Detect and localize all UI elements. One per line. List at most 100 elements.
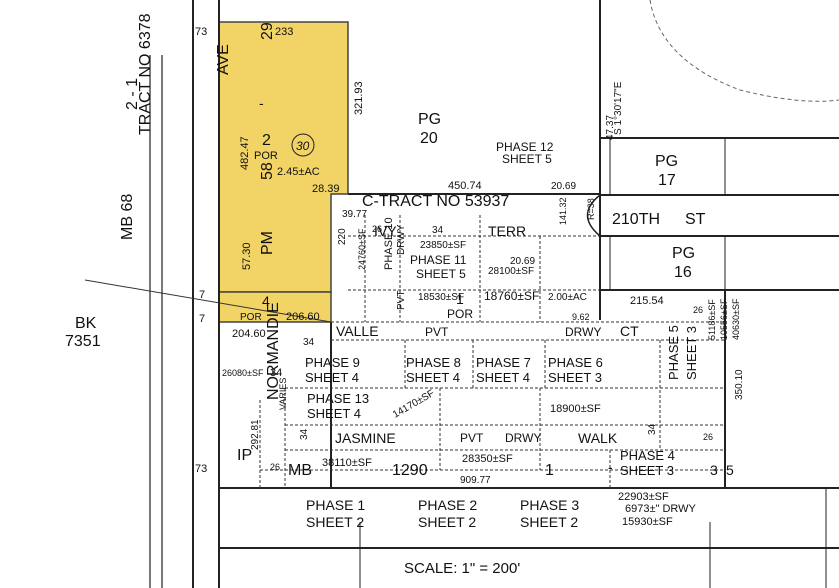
street-st: ST — [685, 211, 706, 228]
street-ivy: IVY — [374, 223, 397, 239]
phase-8: PHASE 8 — [406, 355, 461, 370]
parcel-pm: PM — [259, 231, 276, 255]
dim-9-62: 9.62 — [572, 312, 590, 322]
street-pvt-2: PVT — [460, 431, 484, 445]
dim-292: 292.81 — [250, 419, 261, 450]
phase-13: PHASE 13 — [307, 391, 369, 406]
dim-47: 47.37 — [605, 115, 616, 140]
phase-7: PHASE 7 — [476, 355, 531, 370]
phase-1: PHASE 1 — [306, 497, 365, 513]
phase-1-sheet: SHEET 2 — [306, 514, 364, 530]
parcel-dim-206: 206.60 — [286, 311, 320, 323]
pg20-num: 20 — [420, 130, 438, 147]
pg17-num: 17 — [658, 172, 676, 189]
phase-7-sheet: SHEET 4 — [476, 370, 530, 385]
phase-2-sheet: SHEET 2 — [418, 514, 476, 530]
area-23850: 23850±SF — [420, 240, 466, 251]
label-dash-b: - — [608, 459, 613, 475]
phase-13-sheet: SHEET 4 — [307, 406, 361, 421]
area-28350: 28350±SF — [462, 453, 513, 465]
area-28100: 28100±SF — [488, 266, 534, 277]
phase-3-sheet: SHEET 2 — [520, 514, 578, 530]
parcel-lot-2: 2 — [262, 132, 271, 149]
street-210th: 210TH — [612, 211, 660, 228]
parcel-dash: - — [259, 95, 264, 111]
parcel-por: POR — [254, 150, 278, 162]
dim-26a: 26 — [372, 224, 382, 234]
num-7a: 7 — [199, 289, 205, 301]
phase-10: PHASE 10 — [383, 217, 395, 270]
street-terr: TERR — [488, 223, 526, 239]
area-14170: 14170±SF — [391, 388, 436, 421]
dim-26d: 26 — [703, 432, 713, 442]
phase-9: PHASE 9 — [305, 355, 360, 370]
parcel-dim-233: 233 — [275, 26, 293, 38]
phase-12: PHASE 12 — [496, 140, 554, 154]
area-10556: 10556±SF — [719, 298, 729, 340]
area-6973: 6973±" DRWY — [625, 503, 697, 515]
dim-350: 350.10 — [734, 369, 745, 400]
area-15930: 15930±SF — [622, 516, 673, 528]
street-drwy-1: DRWY — [565, 325, 601, 339]
phase-11-sheet: SHEET 5 — [416, 267, 466, 281]
pg16: PG — [672, 245, 695, 262]
dim-204: 204.60 — [232, 328, 266, 340]
dim-909: 909.77 — [460, 475, 491, 486]
cul-de-sac-curve — [649, 0, 839, 102]
parcel-lot-4: 4 — [262, 293, 270, 309]
dim-bearing: S 1°30'17"E — [613, 81, 624, 135]
dim-34b: 34 — [299, 428, 310, 440]
street-pvt-3: PVT — [396, 291, 407, 310]
street-drwy-2: DRWY — [505, 431, 541, 445]
phase-3: PHASE 3 — [520, 497, 579, 513]
street-walk: WALK — [578, 430, 618, 446]
parcel-dim-57: 57.30 — [241, 242, 253, 270]
dim-34d: 34 — [647, 423, 658, 435]
label-1290: 1290 — [392, 462, 428, 479]
tract-mb-68: MB 68 — [119, 194, 136, 240]
parcel-dim-482: 482.47 — [239, 136, 251, 170]
label-three: 3 — [710, 462, 718, 478]
label-five: 5 — [726, 462, 734, 478]
dim-215: 215.54 — [630, 295, 664, 307]
phase-6: PHASE 6 — [548, 355, 603, 370]
tract-bk: BK — [75, 315, 97, 332]
num-73-top: 73 — [195, 26, 207, 38]
street-normandie: NORMANDIE — [265, 302, 282, 400]
pg16-num: 16 — [674, 264, 692, 281]
pg20: PG — [418, 111, 441, 128]
phase-4-sheet: SHEET 3 — [620, 463, 674, 478]
street-drwy-3: DRWY — [396, 224, 407, 255]
phase-12-sheet: SHEET 5 — [502, 152, 552, 166]
area-18900: 18900±SF — [550, 403, 601, 415]
dim-220: 220 — [337, 228, 348, 245]
tract-leader — [84, 279, 332, 323]
phase-2: PHASE 2 — [418, 497, 477, 513]
area-51186: 51186±SF — [707, 299, 717, 340]
parcel-lot-29: 29 — [259, 22, 276, 40]
street-ct: CT — [620, 323, 639, 339]
parcel-dim-321: 321.93 — [353, 81, 365, 115]
area-18530: 18530±SF — [418, 292, 464, 303]
lot-circle — [291, 133, 315, 157]
highlighted-parcel-lower[interactable] — [218, 291, 332, 323]
phase-8-sheet: SHEET 4 — [406, 370, 460, 385]
dim-34a: 34 — [270, 367, 282, 379]
subdivision-lines — [259, 215, 725, 488]
parcel-por2: POR — [240, 312, 262, 323]
area-40630: 40630±SF — [731, 298, 741, 340]
parcel-area: 2.45±AC — [277, 166, 320, 178]
area-2ac: 2.00±AC — [548, 292, 587, 303]
phase-4: PHASE 4 — [620, 448, 675, 463]
phase-6-sheet: SHEET 3 — [548, 370, 602, 385]
label-por: POR — [447, 307, 473, 321]
dim-r38: R=38 — [586, 198, 596, 220]
parcel-circle-30: 30 — [296, 139, 310, 153]
phase-11: PHASE 11 — [410, 253, 467, 267]
parcel-dim-28: 28.39 — [312, 183, 340, 195]
dim-20-69b: 20.69 — [510, 256, 535, 267]
parcel-lot-58: 58 — [259, 162, 276, 180]
dim-26c: 26 — [270, 462, 280, 472]
label-ip: IP — [237, 447, 252, 464]
